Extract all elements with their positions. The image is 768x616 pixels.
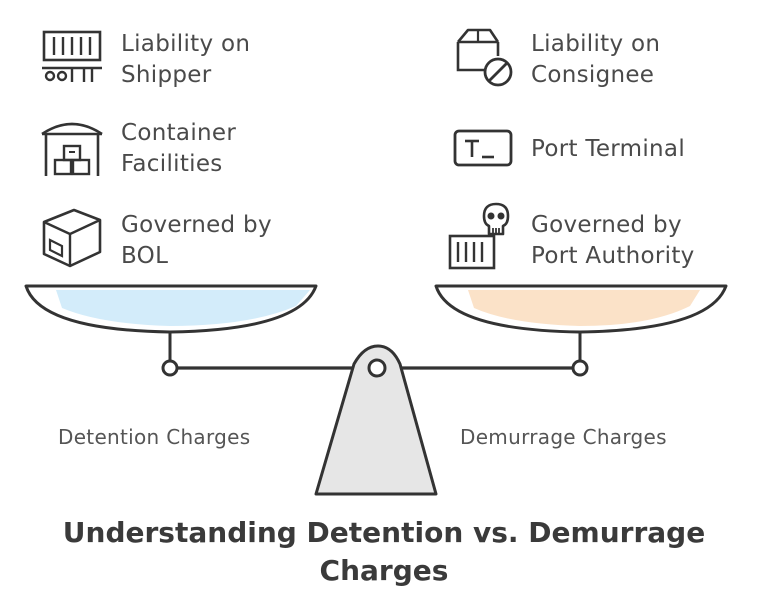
right-joint — [571, 359, 589, 377]
box-icon — [38, 204, 106, 270]
left-joint — [161, 359, 179, 377]
left-item-1-label: Liability on Shipper — [121, 31, 251, 88]
left-pan-fill — [56, 290, 310, 326]
left-pan — [24, 284, 318, 334]
demurrage-charges-label: Demurrage Charges — [460, 425, 667, 449]
right-pan — [434, 284, 728, 334]
detention-charges-label: Detention Charges — [58, 425, 251, 449]
right-item-1-label: Liability on Consignee — [531, 31, 661, 88]
right-item-2-label: Port Terminal — [531, 136, 686, 162]
left-item-2-label: Container Facilities — [121, 120, 237, 177]
package-blocked-icon — [450, 26, 518, 90]
terminal-icon — [452, 128, 516, 170]
shipping-container-truck-icon — [38, 28, 106, 86]
skull-container-icon — [446, 202, 518, 272]
diagram-title: Understanding Detention vs. Demurrage Ch… — [62, 516, 706, 587]
fulcrum — [314, 344, 438, 496]
fulcrum-pivot — [367, 358, 387, 378]
right-item-3-label: Governed by Port Authority — [531, 212, 695, 269]
left-item-3-label: Governed by BOL — [121, 212, 272, 269]
warehouse-icon — [38, 116, 106, 180]
right-pan-fill — [468, 290, 700, 326]
